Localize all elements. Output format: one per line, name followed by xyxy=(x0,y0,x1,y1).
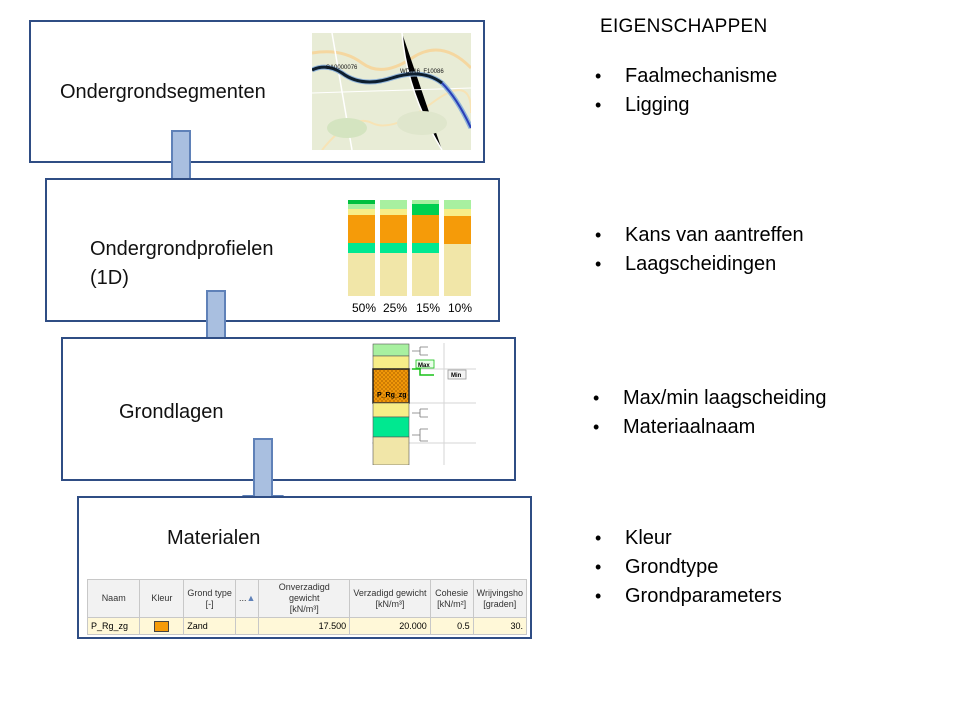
column-header: Onverzadigd gewicht[kN/m³] xyxy=(258,579,351,618)
profile-column xyxy=(348,200,375,296)
cell-kleur xyxy=(139,617,185,635)
map-label-1: SA0000076 xyxy=(326,65,358,71)
materials-properties: Kleur Grondtype Grondparameters xyxy=(595,524,782,611)
materials-table: Naam Kleur Grond type[-] ...▲ Onverzadig… xyxy=(86,579,528,635)
materials-label: Materialen xyxy=(167,527,261,549)
property-item: Grondparameters xyxy=(595,582,782,611)
profile-percentage: 15% xyxy=(416,301,441,315)
column-header: Verzadigd gewicht[kN/m³] xyxy=(349,579,431,618)
cell-wrijving: 30. xyxy=(472,617,528,635)
property-item: Faalmechanisme xyxy=(595,62,777,91)
map-label-2: WD316_F10086 xyxy=(400,69,444,75)
property-item: Max/min laagscheiding xyxy=(593,384,826,413)
segment-map-thumbnail: SA0000076 WD316_F10086 xyxy=(312,33,471,150)
property-item: Grondtype xyxy=(595,553,782,582)
column-header: ...▲ xyxy=(234,579,260,618)
color-swatch xyxy=(154,620,170,632)
segments-label: Ondergrondsegmenten xyxy=(60,81,266,103)
profile-columns-thumbnail xyxy=(348,200,471,296)
column-header: Grond type[-] xyxy=(183,579,236,618)
column-header: Wrijvingsho[graden] xyxy=(472,579,528,618)
property-item: Kleur xyxy=(595,524,782,553)
cell-cohesie: 0.5 xyxy=(429,617,474,635)
cell-onverzadigd: 17.500 xyxy=(258,617,351,635)
layer-column-thumbnail: P_Rg_zg Max Min xyxy=(372,343,476,465)
cell-empty xyxy=(234,617,260,635)
cell-verzadigd: 20.000 xyxy=(349,617,431,635)
profile-percentage: 50% xyxy=(352,301,377,315)
layers-label: Grondlagen xyxy=(119,401,224,423)
profile-column xyxy=(444,200,471,296)
property-item: Ligging xyxy=(595,91,777,120)
cell-grond-type: Zand xyxy=(183,617,236,635)
property-item: Materiaalnaam xyxy=(593,413,826,442)
max-label: Max xyxy=(418,363,430,369)
column-header: Cohesie[kN/m²] xyxy=(429,579,474,618)
profile-percentage: 25% xyxy=(383,301,408,315)
properties-title: EIGENSCHAPPEN xyxy=(600,16,768,37)
profile-column xyxy=(412,200,439,296)
layers-properties: Max/min laagscheiding Materiaalnaam xyxy=(593,384,826,442)
min-label: Min xyxy=(451,373,462,379)
property-item: Kans van aantreffen xyxy=(595,221,804,250)
table-row[interactable]: P_Rg_zg Zand 17.500 20.000 0.5 30. xyxy=(86,617,528,635)
segments-properties: Faalmechanisme Ligging xyxy=(595,62,777,120)
layer-name-label: P_Rg_zg xyxy=(377,392,407,399)
property-item: Laagscheidingen xyxy=(595,250,804,279)
profile-percentage: 10% xyxy=(448,301,473,315)
cell-naam: P_Rg_zg xyxy=(86,617,141,635)
column-header: Kleur xyxy=(139,579,185,618)
column-header: Naam xyxy=(86,579,141,618)
profiles-properties: Kans van aantreffen Laagscheidingen xyxy=(595,221,804,279)
profiles-label-line1: Ondergrondprofielen xyxy=(90,238,274,260)
profile-column xyxy=(380,200,407,296)
profiles-label-line2: (1D) xyxy=(90,267,129,289)
